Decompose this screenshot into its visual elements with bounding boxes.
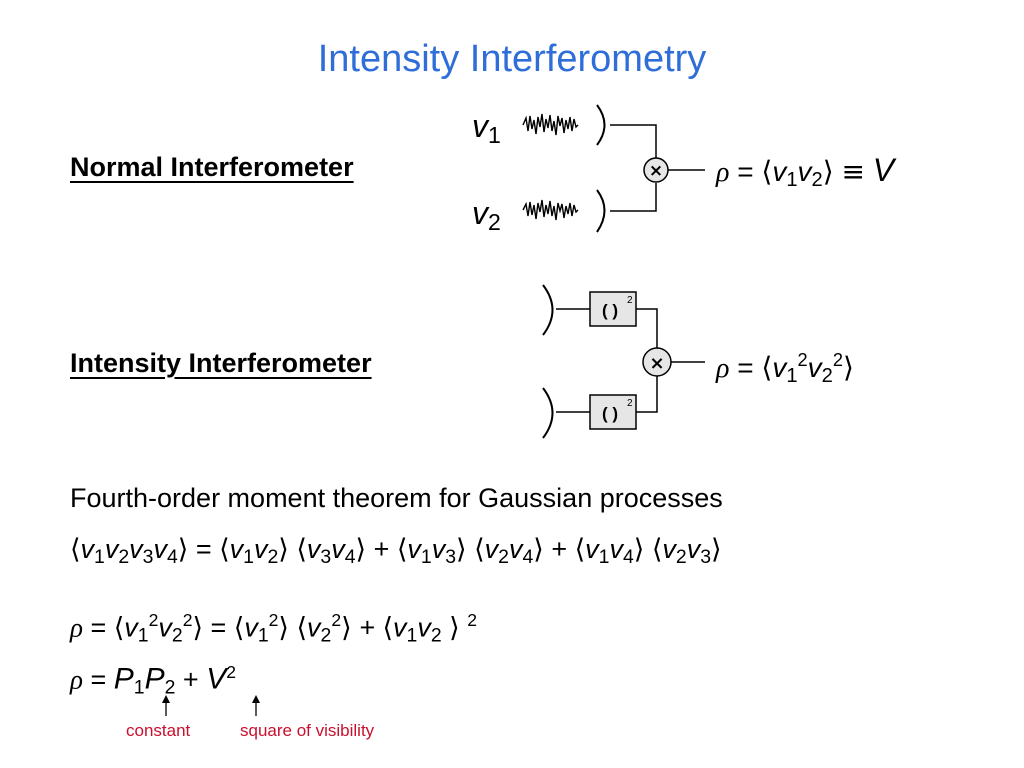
signal-v1-label: v1	[472, 108, 501, 148]
signal-wave-1	[522, 113, 579, 136]
dish-1	[596, 104, 606, 146]
note-square-of-visibility: square of visibility	[240, 721, 375, 740]
signal-v2-label: v2	[472, 195, 501, 235]
square-box-1-exp: 2	[627, 295, 633, 306]
multiplier-symbol-normal: ×	[649, 161, 663, 181]
square-box-2-exp: 2	[627, 398, 633, 409]
intensity-interferometer-label: Intensity Interferometer	[70, 348, 372, 378]
slide-title: Intensity Interferometry	[317, 38, 707, 80]
square-box-2-label: ( )	[602, 404, 618, 423]
note-constant: constant	[126, 721, 191, 740]
formula-intensity: ρ = ⟨v12v22⟩	[716, 350, 854, 387]
multiplier-symbol-intensity: ×	[649, 353, 664, 374]
theorem-text: Fourth-order moment theorem for Gaussian…	[70, 483, 723, 513]
square-box-1-label: ( )	[602, 301, 618, 320]
formula-normal: ρ = ⟨v1v2⟩ ≡ V	[716, 152, 895, 192]
dish-3	[542, 284, 554, 336]
normal-interferometer-label: Normal Interferometer	[70, 152, 354, 182]
formula-expansion: ρ = ⟨v12v22⟩ = ⟨v12⟩ ⟨v22⟩ + ⟨v1v2 ⟩ 2	[70, 610, 477, 647]
formula-theorem: ⟨v1v2v3v4⟩ = ⟨v1v2⟩ ⟨v3v4⟩ + ⟨v1v3⟩ ⟨v2v…	[70, 534, 722, 568]
dish-4	[542, 387, 554, 439]
square-box-2	[589, 394, 637, 430]
formula-result: ρ = P1P2 + V2	[70, 662, 236, 699]
signal-wave-2	[522, 199, 579, 221]
dish-2	[596, 189, 606, 233]
square-box-1	[589, 291, 637, 327]
